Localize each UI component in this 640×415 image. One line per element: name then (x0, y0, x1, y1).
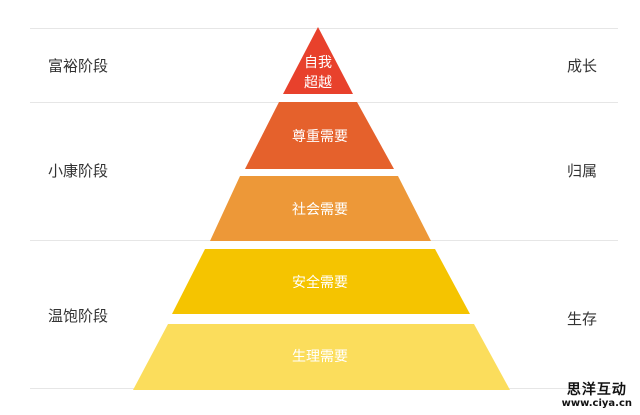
watermark-title: 思洋互动 (566, 381, 627, 398)
stage-label-subsistence: 温饱阶段 (48, 307, 109, 325)
tier-self-transcendence (283, 27, 353, 94)
stage-label-moderate: 小康阶段 (48, 162, 109, 180)
label-belonging: 归属 (567, 162, 598, 180)
label-survival: 生存 (567, 310, 598, 328)
tier-social (210, 176, 431, 241)
tier-label-self-transcendence-1: 自我 (304, 55, 332, 71)
watermark-url: www.ciya.cn (561, 398, 632, 409)
tier-label-self-transcendence-2: 超越 (304, 75, 332, 91)
label-growth: 成长 (567, 57, 598, 75)
tier-label-esteem: 尊重需要 (292, 128, 348, 145)
tier-physiological (133, 324, 510, 390)
watermark: 思洋互动 www.ciya.cn (561, 381, 632, 409)
tier-label-social: 社会需要 (292, 202, 348, 218)
stage-label-wealthy: 富裕阶段 (48, 57, 109, 75)
divider-line (30, 28, 618, 29)
tier-safety (172, 249, 470, 314)
tier-label-physiological: 生理需要 (292, 349, 348, 365)
tier-esteem (245, 102, 394, 169)
tier-label-safety: 安全需要 (292, 274, 348, 291)
